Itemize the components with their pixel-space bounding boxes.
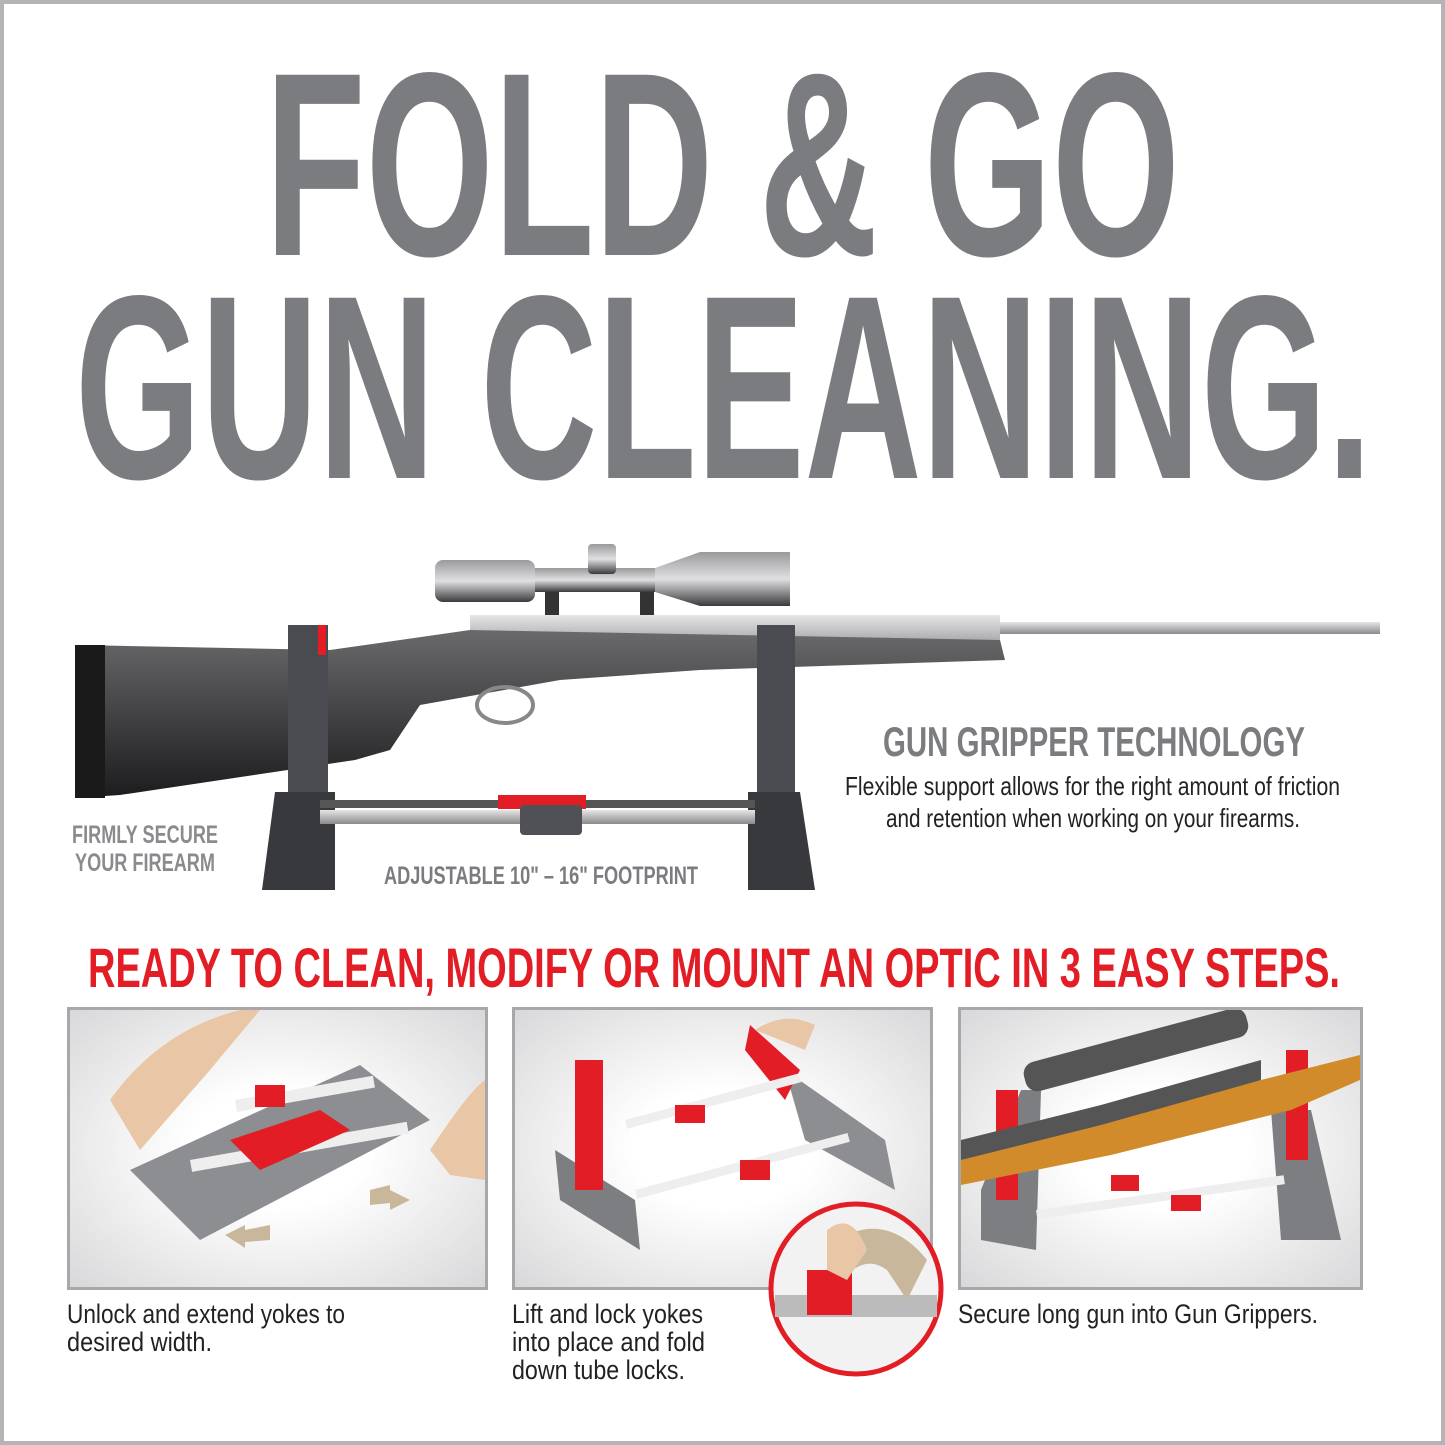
tube-collar xyxy=(520,805,582,835)
step-2-caption-line1: Lift and lock yokes xyxy=(512,1299,703,1329)
gripper-desc-line2: and retention when working on your firea… xyxy=(886,803,1300,833)
steps-heading-text: READY TO CLEAN, MODIFY OR MOUNT AN OPTIC… xyxy=(88,936,1340,999)
trigger-guard xyxy=(475,685,535,725)
step-2-caption-line2: into place and fold xyxy=(512,1327,705,1357)
step-captions: Unlock and extend yokes to desired width… xyxy=(67,1299,1318,1385)
tube-lock-detail-inset xyxy=(768,1201,944,1377)
steps-heading: READY TO CLEAN, MODIFY OR MOUNT AN OPTIC… xyxy=(88,936,1340,999)
scope-ring xyxy=(640,592,654,620)
step-3-image xyxy=(958,1007,1363,1290)
rifle-buttpad xyxy=(75,645,105,798)
headline-line1: FOLD & GO xyxy=(265,18,1180,311)
step-1-caption-line1: Unlock and extend yokes to xyxy=(67,1299,345,1329)
scope-objective xyxy=(655,552,790,606)
gripper-title: GUN GRIPPER TECHNOLOGY xyxy=(883,718,1305,765)
rifle-on-stand-illustration xyxy=(75,544,1380,890)
headline: FOLD & GO GUN CLEANING. xyxy=(75,18,1372,500)
step-1-image xyxy=(67,1007,488,1290)
gripper-desc-line1: Flexible support allows for the right am… xyxy=(845,771,1340,801)
scope-eyepiece xyxy=(435,560,535,602)
firmly-secure-line1: FIRMLY SECURE xyxy=(72,821,218,849)
step-2-caption-line3: down tube locks. xyxy=(512,1355,685,1385)
gun-gripper-pad xyxy=(318,625,326,655)
headline-line2: GUN CLEANING. xyxy=(75,241,1372,500)
step-1-caption-line2: desired width. xyxy=(67,1327,212,1357)
feature-labels: FIRMLY SECURE YOUR FIREARM ADJUSTABLE 10… xyxy=(72,718,1340,890)
firmly-secure-line2: YOUR FIREARM xyxy=(75,849,215,877)
scope-turret xyxy=(588,544,616,574)
stand-front-base xyxy=(748,792,815,890)
footprint-label: ADJUSTABLE 10" – 16" FOOTPRINT xyxy=(384,862,698,890)
stand-rear-base xyxy=(262,792,335,890)
step-3-caption-line1: Secure long gun into Gun Grippers. xyxy=(958,1299,1318,1329)
rifle-barrel xyxy=(990,622,1380,634)
scope-ring xyxy=(545,592,559,620)
